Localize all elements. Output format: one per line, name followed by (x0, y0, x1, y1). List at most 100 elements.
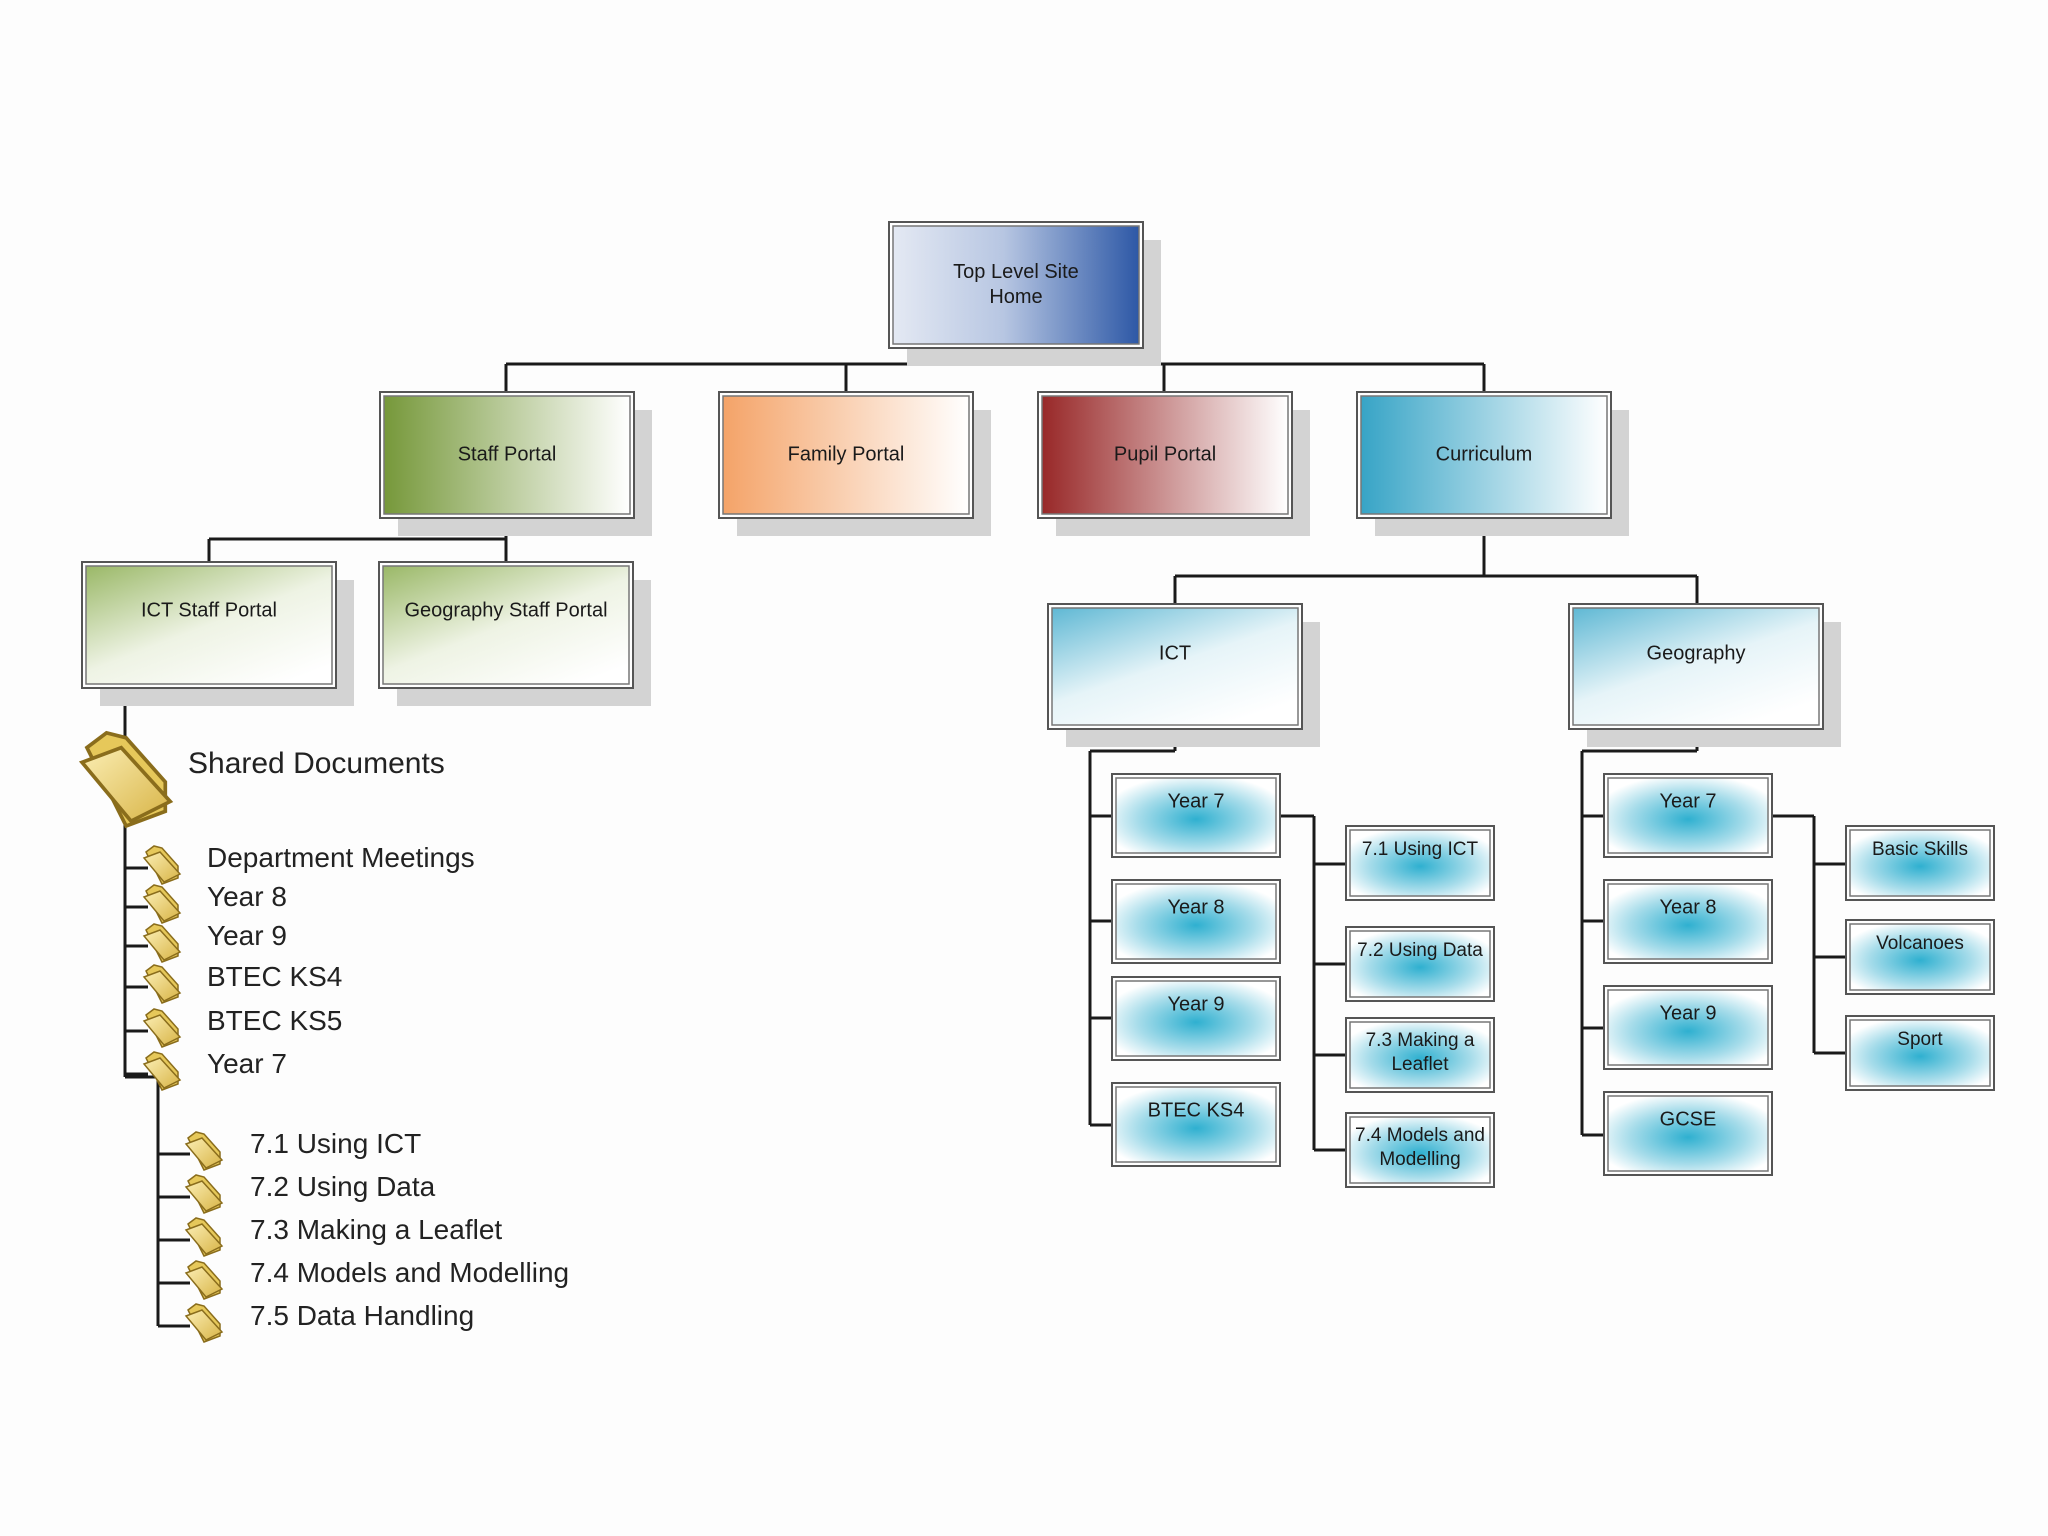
curriculum-node-fill (1360, 395, 1608, 515)
ict-year-page-3-fill (1115, 1086, 1277, 1163)
folder-icon (142, 923, 182, 963)
pupil-portal-node-fill (1041, 395, 1289, 515)
geo-year-page-2-fill (1607, 989, 1769, 1066)
ict-staff-portal-node[interactable]: ICT Staff Portal (81, 561, 354, 706)
ict-unit-page-1[interactable]: 7.2 Using Data (1345, 926, 1495, 1002)
ict-unit-page-0-fill (1349, 829, 1491, 897)
ict-unit-page-2-label: 7.3 Making a (1366, 1030, 1475, 1051)
geo-unit-page-1-label: Volcanoes (1876, 933, 1964, 954)
folder-icon (184, 1217, 224, 1257)
shared-folder-item[interactable]: Year 7 (207, 1048, 287, 1079)
ict-subsite-node-fill (1051, 607, 1299, 726)
geo-unit-page-2[interactable]: Sport (1845, 1015, 1995, 1091)
pupil-portal-node-label: Pupil Portal (1114, 443, 1216, 465)
geo-unit-page-0[interactable]: Basic Skills (1845, 825, 1995, 901)
geo-year-page-3[interactable]: GCSE (1603, 1091, 1773, 1176)
ict-year-page-0-label: Year 7 (1167, 790, 1224, 812)
ict-unit-page-2-label: Leaflet (1391, 1054, 1449, 1075)
shared-folder-item[interactable]: Year 9 (207, 920, 287, 951)
folder-icon (142, 845, 182, 885)
geo-unit-page-0-label: Basic Skills (1872, 839, 1968, 860)
year7-folder-item[interactable]: 7.4 Models and Modelling (250, 1257, 569, 1288)
ict-unit-page-1-label: 7.2 Using Data (1357, 940, 1483, 961)
ict-year-page-1[interactable]: Year 8 (1111, 879, 1281, 964)
folder-icon (184, 1131, 224, 1171)
geo-unit-page-1[interactable]: Volcanoes (1845, 919, 1995, 995)
ict-staff-portal-node-label: ICT Staff Portal (141, 599, 277, 621)
geo-year-page-1-fill (1607, 883, 1769, 960)
root-node-label: Home (989, 286, 1042, 308)
folder-icon (142, 884, 182, 924)
geo-unit-page-2-fill (1849, 1019, 1991, 1087)
family-portal-node-label: Family Portal (788, 443, 905, 465)
geo-year-page-0-fill (1607, 777, 1769, 854)
pupil-portal-node[interactable]: Pupil Portal (1037, 391, 1310, 536)
family-portal-node-fill (722, 395, 970, 515)
geography-subsite-node-label: Geography (1647, 642, 1746, 664)
ict-unit-page-0-label: 7.1 Using ICT (1362, 839, 1479, 860)
curriculum-node-label: Curriculum (1436, 443, 1533, 465)
geography-subsite-node-fill (1572, 607, 1820, 726)
year7-folder-item[interactable]: 7.3 Making a Leaflet (250, 1214, 502, 1245)
ict-year-page-2-fill (1115, 980, 1277, 1057)
geo-unit-page-2-label: Sport (1897, 1029, 1943, 1050)
ict-unit-page-3-label: Modelling (1379, 1149, 1460, 1170)
folder-icon (142, 964, 182, 1004)
ict-unit-page-0[interactable]: 7.1 Using ICT (1345, 825, 1495, 901)
ict-unit-page-2-fill (1349, 1021, 1491, 1089)
ict-year-page-3[interactable]: BTEC KS4 (1111, 1082, 1281, 1167)
geography-subsite-node[interactable]: Geography (1568, 603, 1841, 747)
ict-unit-page-3-fill (1349, 1116, 1491, 1184)
folder-icon (142, 1051, 182, 1091)
geo-year-page-0-label: Year 7 (1659, 790, 1716, 812)
shared-folder-item[interactable]: Year 8 (207, 881, 287, 912)
geo-year-page-1-label: Year 8 (1659, 896, 1716, 918)
ict-unit-page-1-fill (1349, 930, 1491, 998)
ict-year-page-1-fill (1115, 883, 1277, 960)
ict-staff-portal-node-fill (85, 565, 333, 685)
shared-folder-item[interactable]: Department Meetings (207, 842, 475, 873)
year7-folder-item[interactable]: 7.5 Data Handling (250, 1300, 474, 1331)
root-node-fill (892, 225, 1140, 345)
geo-year-page-3-fill (1607, 1095, 1769, 1172)
curriculum-node[interactable]: Curriculum (1356, 391, 1629, 536)
ict-year-page-3-label: BTEC KS4 (1148, 1099, 1245, 1121)
shared-folder-item[interactable]: BTEC KS5 (207, 1005, 342, 1036)
root-node-label: Top Level Site (953, 261, 1079, 283)
staff-portal-node-label: Staff Portal (458, 443, 557, 465)
geography-staff-portal-node-fill (382, 565, 630, 685)
shared-folder-item[interactable]: BTEC KS4 (207, 961, 342, 992)
staff-portal-node[interactable]: Staff Portal (379, 391, 652, 536)
ict-year-page-1-label: Year 8 (1167, 896, 1224, 918)
shared-documents-title[interactable]: Shared Documents (188, 747, 445, 780)
geo-year-page-1[interactable]: Year 8 (1603, 879, 1773, 964)
geo-year-page-2-label: Year 9 (1659, 1002, 1716, 1024)
geography-staff-portal-node-label: Geography Staff Portal (404, 599, 607, 621)
ict-unit-page-3-label: 7.4 Models and (1355, 1125, 1485, 1146)
folder-icon (184, 1303, 224, 1343)
year7-folder-item[interactable]: 7.2 Using Data (250, 1171, 436, 1202)
folder-icon (184, 1260, 224, 1300)
geo-unit-page-0-fill (1849, 829, 1991, 897)
ict-year-page-0-fill (1115, 777, 1277, 854)
family-portal-node[interactable]: Family Portal (718, 391, 991, 536)
folder-icon (142, 1008, 182, 1048)
ict-year-page-2[interactable]: Year 9 (1111, 976, 1281, 1061)
ict-unit-page-2[interactable]: 7.3 Making a Leaflet (1345, 1017, 1495, 1093)
ict-year-page-2-label: Year 9 (1167, 993, 1224, 1015)
geo-year-page-3-label: GCSE (1660, 1108, 1717, 1130)
folder-icon (184, 1174, 224, 1214)
ict-subsite-node[interactable]: ICT (1047, 603, 1320, 747)
geography-staff-portal-node[interactable]: Geography Staff Portal (378, 561, 651, 706)
ict-subsite-node-label: ICT (1159, 642, 1191, 664)
geo-year-page-2[interactable]: Year 9 (1603, 985, 1773, 1070)
geo-unit-page-1-fill (1849, 923, 1991, 991)
ict-year-page-0[interactable]: Year 7 (1111, 773, 1281, 858)
year7-folder-item[interactable]: 7.1 Using ICT (250, 1128, 421, 1159)
geo-year-page-0[interactable]: Year 7 (1603, 773, 1773, 858)
